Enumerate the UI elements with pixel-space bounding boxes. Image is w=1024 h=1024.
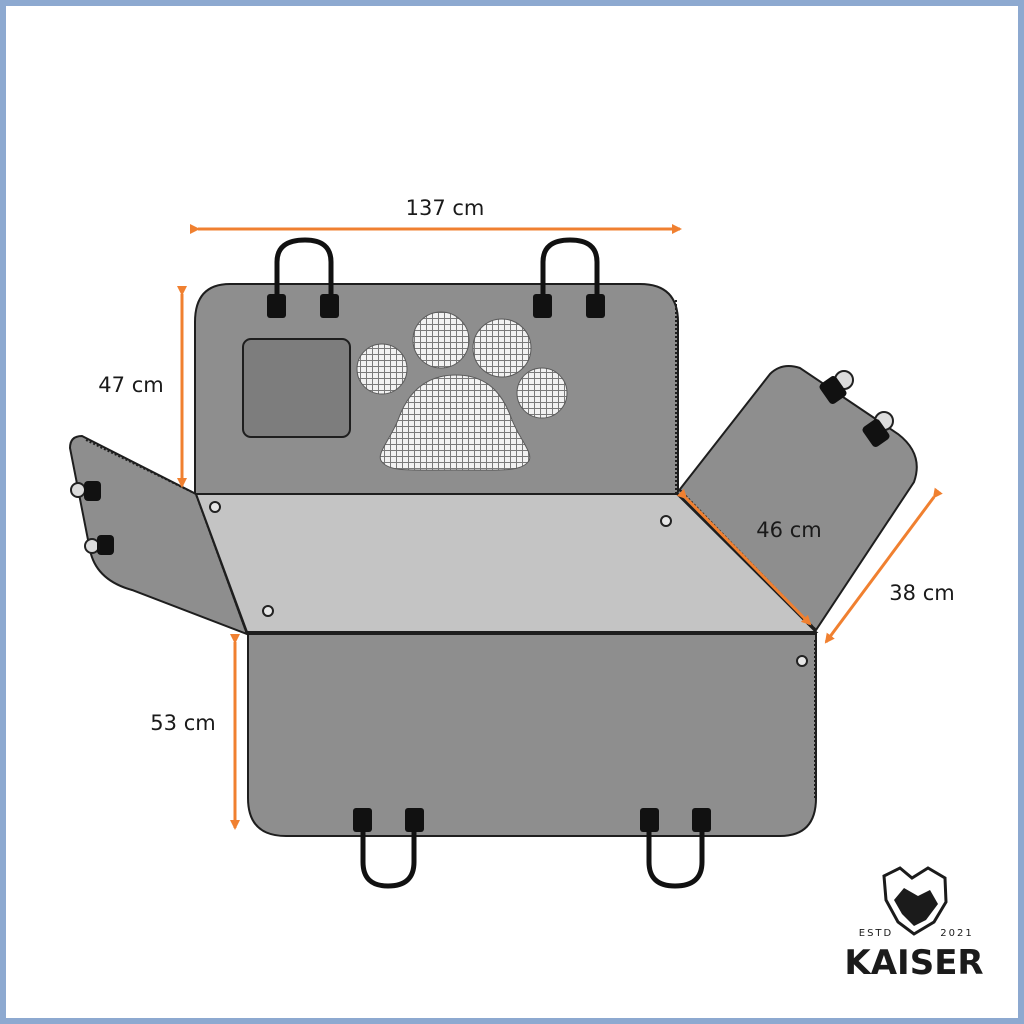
brand-name: KAISER: [844, 943, 983, 983]
brand-estd: ESTD: [859, 928, 893, 939]
brand-year: 2021: [940, 928, 973, 939]
brand-logo: ESTD 2021 KAISER: [844, 866, 984, 983]
storage-pocket: [242, 338, 351, 438]
seat-anchor-strap-right: [640, 808, 711, 889]
paw-mesh-icon: [356, 311, 568, 471]
side-flap-width-label: 38 cm: [889, 581, 954, 605]
side-flap-width-arrow: [824, 487, 943, 644]
back-height-label: 47 cm: [98, 373, 163, 397]
side-flap-length-arrow: [676, 488, 812, 626]
seat-area: [194, 493, 819, 633]
back-panel: [194, 237, 679, 495]
kaiser-dog-logo-icon: [882, 866, 948, 936]
seat-depth-label: 53 cm: [150, 711, 215, 735]
width-label: 137 cm: [406, 196, 485, 220]
headrest-strap-right: [533, 237, 605, 318]
seat-anchor-strap-left: [353, 808, 424, 889]
headrest-strap-left: [267, 237, 339, 318]
lower-flap: [247, 633, 817, 889]
zipper-pulls: [209, 501, 808, 667]
car-seat-cover-diagram: 137 cm 47 cm 53 cm 46 cm 38 cm ESTD 2021…: [68, 196, 984, 983]
dimension-arrows: [177, 224, 943, 830]
left-side-flap: [68, 434, 249, 636]
side-flap-length-label: 46 cm: [756, 518, 821, 542]
